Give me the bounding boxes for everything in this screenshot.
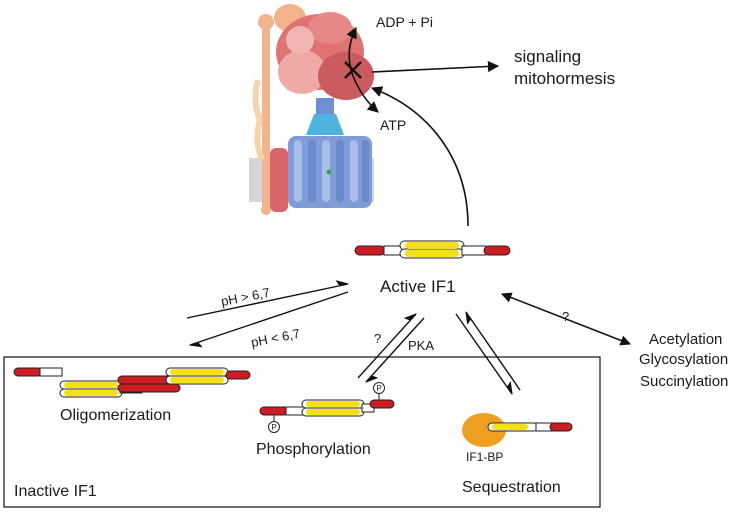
phospho-arrow: [365, 317, 425, 383]
phospho-equilibrium: [357, 313, 425, 383]
active-if1-molecule: [354, 240, 511, 259]
ph-low-label: pH < 6,7: [250, 326, 301, 350]
if1-oligomer: [13, 367, 251, 398]
peripheral-stalk-top: [258, 14, 274, 30]
inhibition-arrow: [370, 86, 469, 227]
fo-ring: [288, 136, 372, 208]
modifications-arrow: [501, 292, 631, 346]
inactive-if1-box: [3, 356, 601, 508]
inhibition-cross: [344, 61, 362, 79]
dephospho-arrow: [357, 313, 417, 379]
ph-equilibrium: [186, 280, 350, 348]
modifications-question: ?: [562, 309, 569, 324]
stalk-helix: [252, 79, 265, 162]
oligomerization-label: Oligomerization: [60, 407, 171, 424]
if1-binding-protein: [462, 413, 506, 447]
sequester-arrow: [455, 313, 513, 396]
peripheral-stalk-bottom: [261, 205, 271, 215]
ph-arrow-down: [188, 291, 349, 348]
inactive-if1-label: Inactive IF1: [14, 483, 97, 500]
sequestration-equilibrium: [455, 310, 521, 396]
phosphate-icon: [268, 421, 280, 433]
f1-head: [274, 4, 374, 100]
phosphate-mark-top: P: [376, 384, 381, 393]
atp-arrow: [352, 75, 379, 113]
atp-synthase-structure: [249, 4, 374, 215]
release-arrow: [465, 310, 521, 391]
modification-succinylation: Succinylation: [640, 373, 728, 390]
mitohormesis-label: mitohormesis: [514, 69, 615, 88]
signaling-label: signaling: [514, 47, 581, 66]
active-if1-label: Active IF1: [380, 277, 456, 296]
subunit-a: [270, 148, 288, 212]
phosphate-mark-bottom: P: [271, 423, 276, 432]
ph-arrow-up: [186, 280, 350, 319]
peripheral-stalk: [262, 22, 270, 212]
sequestration-label: Sequestration: [462, 479, 561, 496]
pka-label: PKA: [408, 338, 434, 353]
adp-pi-label: ADP + Pi: [376, 14, 433, 30]
signaling-arrow: [371, 60, 500, 73]
modification-acetylation: Acetylation: [649, 331, 722, 348]
phosphorylated-if1: [259, 393, 395, 422]
atp-label: ATP: [380, 117, 406, 133]
central-stalk: [306, 98, 344, 135]
sequestered-if1: [462, 413, 573, 447]
atp-hydrolysis-arrows: [344, 26, 379, 113]
phospho-question: ?: [374, 331, 381, 346]
phosphorylation-label: Phosphorylation: [256, 441, 371, 458]
if1-bp-label: IF1-BP: [466, 450, 503, 464]
modification-glycosylation: Glycosylation: [639, 351, 728, 368]
phosphate-icon: [373, 382, 385, 394]
